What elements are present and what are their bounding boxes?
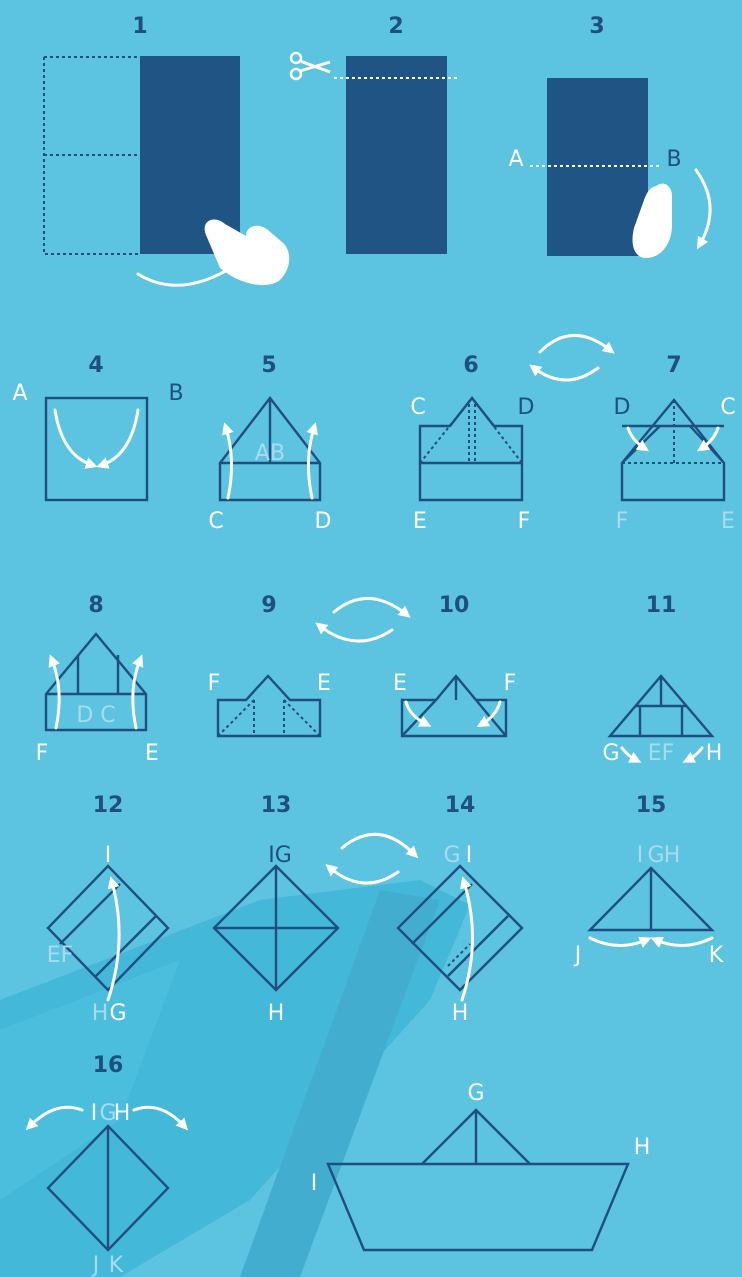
label-a: A (12, 381, 27, 406)
background-boat-silhouette (0, 880, 470, 1277)
label-ig: IG (268, 843, 292, 868)
folded-paper (402, 676, 506, 736)
label-f: F (208, 671, 221, 696)
step-7: 7 D C F E (614, 353, 736, 534)
label-j: J (91, 1253, 100, 1277)
step-number: 11 (646, 593, 677, 618)
label-k: K (109, 1253, 124, 1277)
fold-down-arrow-icon (696, 170, 710, 244)
label-e: E (317, 671, 331, 696)
step-1: 1 (44, 14, 289, 285)
folded-paper (218, 676, 320, 736)
step-6: 6 C D E F (410, 353, 534, 534)
label-b: B (666, 147, 681, 172)
step-number: 5 (261, 353, 276, 378)
label-b: B (168, 381, 183, 406)
step-number: 3 (589, 14, 604, 39)
label-g: G (109, 1001, 126, 1026)
label-dc: D C (76, 703, 115, 728)
flip-arrows-icon (330, 834, 414, 883)
step-number: 16 (93, 1053, 124, 1078)
flip-arrows-icon (534, 335, 610, 380)
label-k: K (709, 943, 724, 968)
step-number: 2 (388, 14, 403, 39)
label-d: D (315, 509, 332, 534)
rotate-arrow-icon (138, 266, 234, 285)
folded-paper (590, 868, 712, 930)
step-11: 11 G EF H (602, 593, 722, 766)
label-ab: AB (255, 441, 285, 466)
step-number: 4 (88, 353, 103, 378)
step-number: 13 (261, 793, 292, 818)
step-2: 2 (291, 14, 458, 254)
label-h: H (452, 1001, 469, 1026)
label-h: H (634, 1135, 651, 1160)
paper-square (46, 398, 147, 500)
step-number: 8 (88, 593, 103, 618)
step-10: 10 E F (393, 593, 516, 736)
step-number: 1 (132, 14, 147, 39)
label-i: I (311, 1171, 318, 1196)
label-h: H (706, 741, 723, 766)
folded-paper (610, 676, 712, 736)
label-h: H (664, 843, 681, 868)
label-f: F (504, 671, 517, 696)
label-i: I (105, 843, 112, 868)
step-number: 10 (439, 593, 470, 618)
label-g: G (602, 741, 619, 766)
label-f: F (36, 741, 49, 766)
label-e: E (721, 509, 735, 534)
boat-sail (422, 1110, 530, 1164)
flip-arrows-icon (320, 598, 406, 641)
step-number: 15 (636, 793, 667, 818)
label-e: E (413, 509, 427, 534)
label-f: F (616, 509, 629, 534)
step-number: 7 (666, 353, 681, 378)
label-d: D (614, 395, 631, 420)
label-h: H (114, 1101, 131, 1126)
label-h: H (268, 1001, 285, 1026)
label-a: A (508, 147, 523, 172)
label-c: C (410, 395, 425, 420)
step-number: 14 (445, 793, 476, 818)
step-3: 3 A B (508, 14, 710, 258)
boat-hull (328, 1164, 628, 1250)
label-ef: EF (648, 741, 675, 766)
paper-sheet (346, 56, 447, 254)
folded-paper (420, 398, 522, 500)
step-8: 8 D C F E (36, 593, 159, 766)
step-5: 5 AB C D (208, 353, 331, 534)
label-h: H (92, 1001, 109, 1026)
step-4: 4 A B (12, 353, 183, 500)
label-f: F (518, 509, 531, 534)
label-c: C (208, 509, 223, 534)
label-i: I (91, 1101, 98, 1126)
label-j: J (573, 943, 582, 968)
step-number: 12 (93, 793, 124, 818)
label-i: I (466, 843, 473, 868)
step-number: 6 (463, 353, 478, 378)
label-i: I (637, 843, 644, 868)
label-e: E (145, 741, 159, 766)
label-c: C (720, 395, 735, 420)
label-d: D (518, 395, 535, 420)
label-g: G (647, 843, 664, 868)
step-15: 15 I G H J K (573, 793, 724, 968)
label-ef: EF (47, 943, 74, 968)
label-g: G (443, 843, 460, 868)
step-number: 9 (261, 593, 276, 618)
label-g: G (467, 1081, 484, 1106)
scissors-icon (291, 53, 330, 79)
label-e: E (393, 671, 407, 696)
step-9: 9 F E (208, 593, 331, 736)
